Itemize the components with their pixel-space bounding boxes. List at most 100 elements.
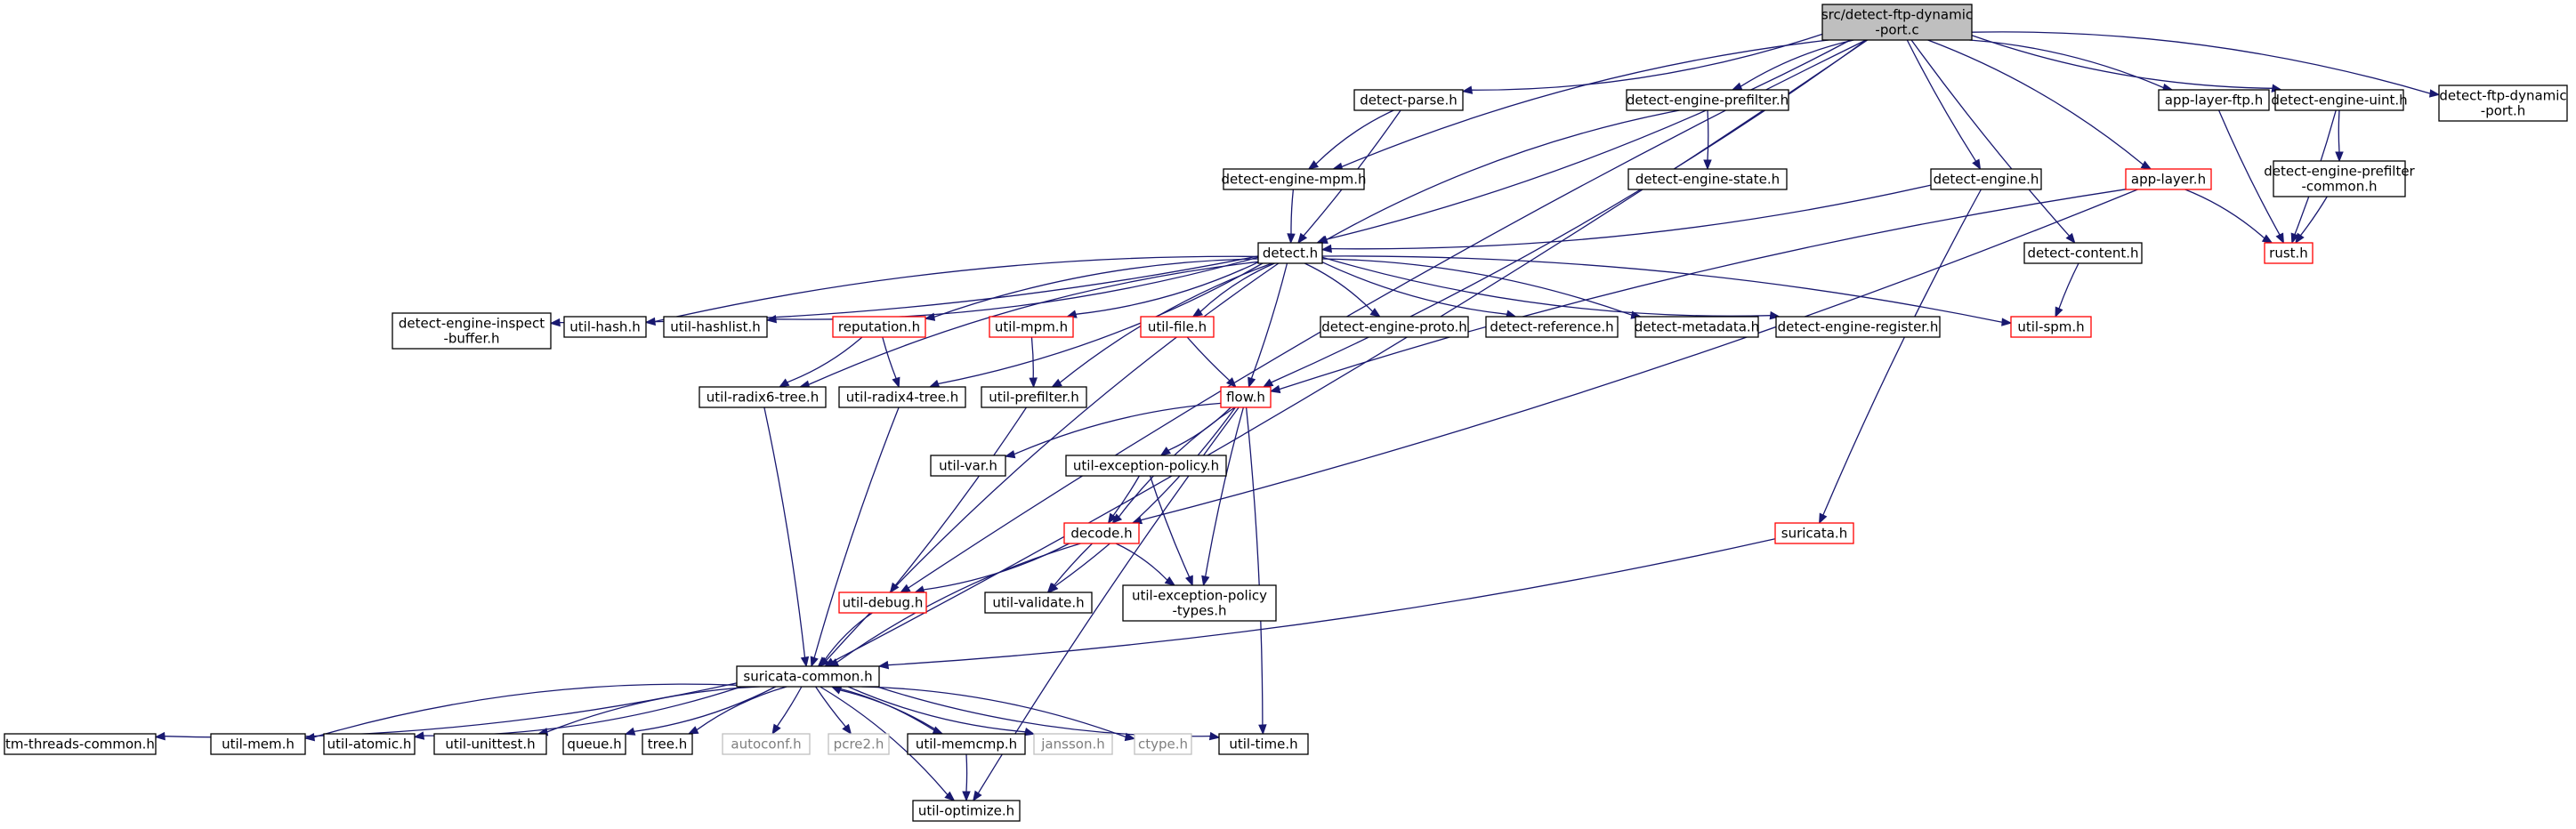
arrowhead-icon (973, 790, 982, 802)
node-label: util-hashlist.h (670, 319, 760, 335)
node-util-file[interactable]: util-file.h (1140, 316, 1215, 338)
node-rust-h[interactable]: rust.h (2264, 242, 2314, 264)
edge-line (808, 261, 1259, 385)
node-inspect-buffer[interactable]: detect-engine-inspect-buffer.h (392, 312, 552, 350)
arrowhead-icon (1208, 731, 1221, 741)
node-tree-h[interactable]: tree.h (642, 733, 693, 755)
node-suricata-common[interactable]: suricata-common.h (736, 665, 880, 688)
node-util-optimize[interactable]: util-optimize.h (912, 800, 1021, 822)
node-util-time[interactable]: util-time.h (1218, 733, 1309, 755)
edge-root-to-app_layer_ftp (1969, 39, 2174, 93)
node-detect-engine-state[interactable]: detect-engine-state.h (1627, 168, 1788, 190)
node-util-atomic[interactable]: util-atomic.h (323, 733, 416, 755)
node-detect-engine[interactable]: detect-engine.h (1930, 168, 2042, 190)
node-util-var[interactable]: util-var.h (930, 455, 1006, 477)
node-util-prefilter[interactable]: util-prefilter.h (981, 386, 1087, 408)
node-box (1218, 733, 1309, 755)
node-label: util-exception-policy.h (1073, 458, 1219, 474)
edge-line (813, 406, 900, 658)
node-label: tm-threads-common.h (5, 736, 155, 753)
node-util-mem[interactable]: util-mem.h (210, 733, 306, 755)
edge-util_mpm-to-util_prefilter (1029, 336, 1038, 389)
node-detect-ftp-port-h[interactable]: detect-ftp-dynamic-port.h (2438, 85, 2568, 122)
arrowhead-icon (1731, 82, 1743, 91)
edge-detect_h-to-util_hash (644, 255, 1259, 326)
node-box (1635, 316, 1759, 338)
node-util-memcmp[interactable]: util-memcmp.h (907, 733, 1026, 755)
node-ctype: ctype.h (1134, 733, 1192, 755)
node-box (1485, 316, 1619, 338)
node-util-unittest[interactable]: util-unittest.h (433, 733, 547, 755)
node-label: detect-engine-prefilter.h (1627, 93, 1789, 109)
node-reputation[interactable]: reputation.h (832, 316, 926, 338)
edge-detect_engine-to-suricata_h (1819, 189, 1982, 525)
arrowhead-icon (1226, 377, 1237, 388)
node-label: util-mpm.h (995, 319, 1068, 335)
node-box (1320, 316, 1469, 338)
node-util-validate[interactable]: util-validate.h (984, 592, 1093, 614)
node-detect-engine-proto[interactable]: detect-engine-proto.h (1320, 316, 1469, 338)
node-suricata-h[interactable]: suricata.h (1774, 522, 1854, 544)
node-detect-parse[interactable]: detect-parse.h (1353, 89, 1464, 111)
node-detect-engine-uint[interactable]: detect-engine-uint.h (2271, 89, 2408, 111)
node-detect-engine-mpm[interactable]: detect-engine-mpm.h (1222, 168, 1367, 190)
node-label: autoconf.h (731, 736, 801, 753)
node-box (323, 733, 416, 755)
edge-root-to-suricata_common (823, 39, 1869, 667)
edge-line (1115, 543, 1168, 581)
node-detect-h[interactable]: detect.h (1257, 242, 1323, 264)
edge-line (763, 406, 806, 658)
arrowhead-icon (2001, 318, 2013, 326)
node-label: tree.h (648, 736, 687, 753)
arrowhead-icon (800, 656, 810, 668)
arrowhead-icon (549, 318, 561, 327)
arrowhead-icon (2429, 89, 2441, 98)
edge-flow_h-to-util_time (1245, 406, 1267, 736)
edge-line (1971, 35, 2273, 89)
node-util-spm[interactable]: util-spm.h (2010, 316, 2092, 338)
edge-radix4-to-suricata_common (810, 406, 900, 668)
node-detect-engine-prefilter-common[interactable]: detect-engine-prefilter-common.h (2264, 160, 2416, 197)
node-queue-h[interactable]: queue.h (562, 733, 626, 755)
node-label: detect.h (1263, 245, 1318, 262)
node-exc-types[interactable]: util-exception-policy-types.h (1122, 584, 1277, 622)
node-label: detect-ftp-dynamic (2439, 88, 2566, 104)
node-radix6[interactable]: util-radix6-tree.h (699, 386, 827, 408)
node-detect-content[interactable]: detect-content.h (2023, 242, 2143, 264)
node-util-hash[interactable]: util-hash.h (563, 316, 647, 338)
edge-line (1471, 33, 1823, 91)
edge-decode_h-to-util_validate (1046, 543, 1093, 593)
node-label: -buffer.h (443, 331, 499, 347)
arrowhead-icon (1201, 575, 1210, 587)
node-flow-h[interactable]: flow.h (1220, 386, 1272, 408)
edge-util_exception_policy-to-exc_types (1149, 475, 1193, 587)
node-box (1930, 168, 2042, 190)
edge-line (1927, 39, 2144, 165)
node-box (1223, 168, 1365, 190)
node-detect-engine-register[interactable]: detect-engine-register.h (1775, 316, 1941, 338)
edge-detect_parse-to-detect_engine_mpm (1307, 109, 1394, 170)
edge-app_layer-to-rust_h (2184, 189, 2273, 244)
arrowhead-icon (924, 312, 936, 321)
edge-line (1030, 336, 1034, 379)
node-detect-engine-prefilter[interactable]: detect-engine-prefilter.h (1626, 89, 1789, 111)
node-app-layer-ftp[interactable]: app-layer-ftp.h (2158, 89, 2270, 111)
edge-detect_engine_uint-to-detect_engine_prefilter_common (2335, 109, 2344, 163)
node-label: util-validate.h (992, 595, 1084, 611)
node-label: util-prefilter.h (989, 390, 1079, 406)
node-detect-reference[interactable]: detect-reference.h (1485, 316, 1619, 338)
node-decode-h[interactable]: decode.h (1063, 522, 1140, 544)
node-util-exception-policy[interactable]: util-exception-policy.h (1065, 455, 1227, 477)
node-tm-threads[interactable]: tm-threads-common.h (4, 733, 157, 755)
node-util-debug[interactable]: util-debug.h (838, 592, 927, 614)
node-util-hashlist[interactable]: util-hashlist.h (663, 316, 768, 338)
node-app-layer[interactable]: app-layer.h (2125, 168, 2212, 190)
node-util-mpm[interactable]: util-mpm.h (989, 316, 1074, 338)
edge-suricata_h-to-suricata_common (877, 538, 1776, 670)
edge-detect_h-to-detect_engine_proto (1304, 262, 1381, 318)
edge-detect_h-to-util_spm (1321, 255, 2013, 326)
node-detect-metadata[interactable]: detect-metadata.h (1635, 316, 1759, 338)
edge-line (2299, 196, 2328, 237)
edge-suricata_common-to-util_mem (303, 683, 738, 742)
node-radix4[interactable]: util-radix4-tree.h (838, 386, 966, 408)
